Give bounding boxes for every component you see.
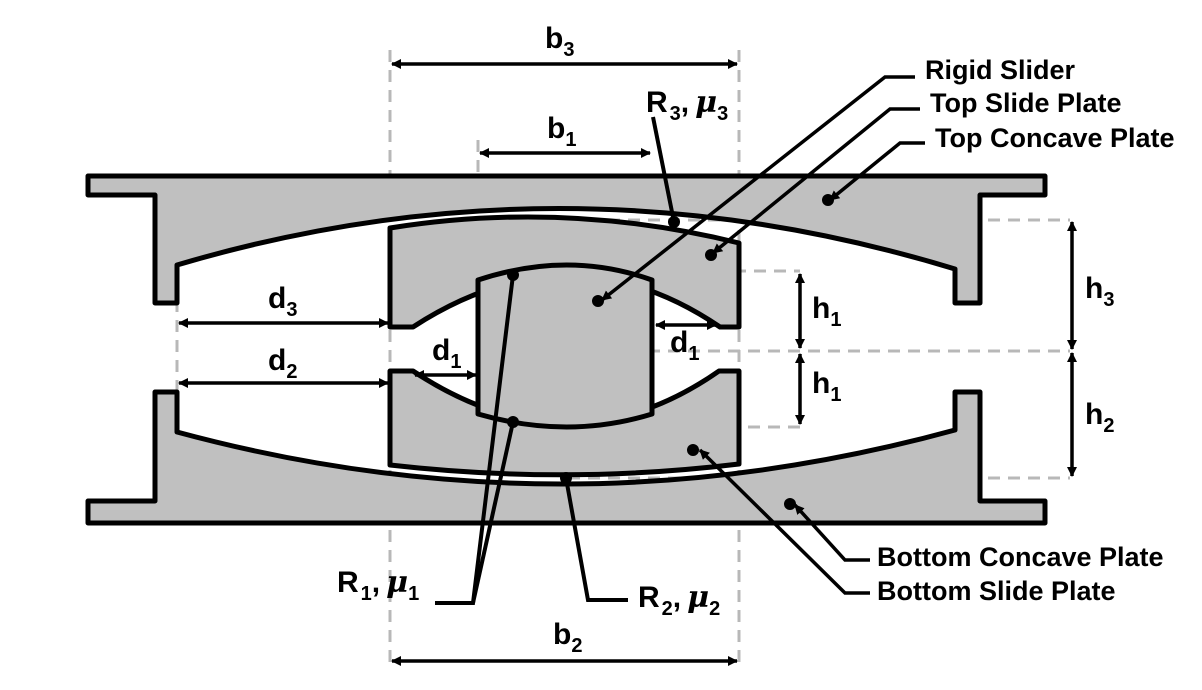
label-d3: d3 xyxy=(268,282,297,321)
label-b2: b2 xyxy=(553,618,582,657)
label-b3: b3 xyxy=(545,22,574,61)
label-h2: h2 xyxy=(1085,398,1114,437)
label-d1-left: d1 xyxy=(432,334,461,373)
label-h1-upper: h1 xyxy=(812,292,841,331)
dimension-arrows xyxy=(178,59,1077,666)
label-d1-right: d1 xyxy=(670,326,699,365)
label-h1-lower: h1 xyxy=(812,367,841,406)
rigid-slider xyxy=(475,262,655,430)
label-bottom-slide-plate: Bottom Slide Plate xyxy=(877,576,1116,606)
label-d2: d2 xyxy=(268,344,297,383)
label-top-slide-plate: Top Slide Plate xyxy=(930,88,1122,118)
label-h3: h3 xyxy=(1085,272,1114,311)
contact-dots xyxy=(507,194,834,510)
label-bottom-concave-plate: Bottom Concave Plate xyxy=(877,542,1164,572)
label-b1: b1 xyxy=(547,112,576,151)
label-rigid-slider: Rigid Slider xyxy=(925,55,1076,85)
surface-leaders xyxy=(435,116,676,605)
label-top-concave-plate: Top Concave Plate xyxy=(935,123,1175,153)
bottom-concave-plate xyxy=(85,389,1048,526)
component-leaders xyxy=(600,75,925,595)
top-concave-plate xyxy=(85,173,1048,306)
